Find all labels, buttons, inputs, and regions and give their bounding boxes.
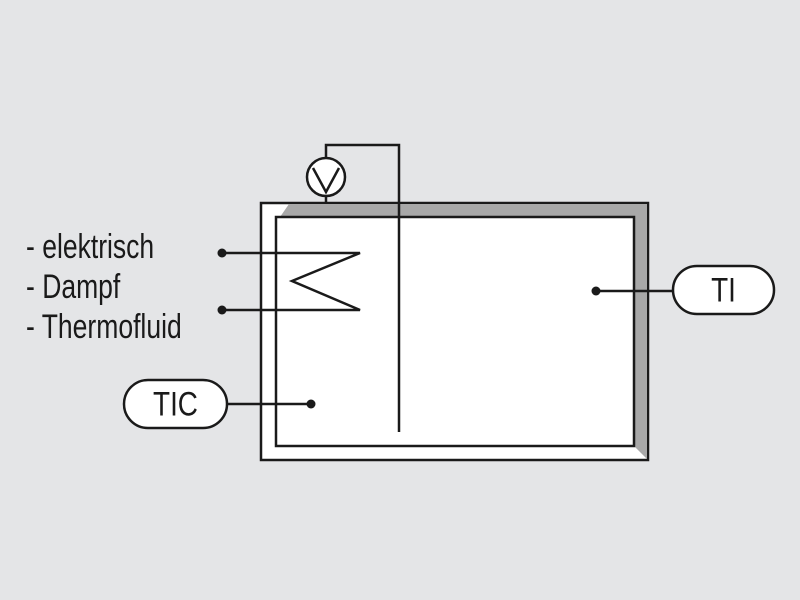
tic-tag-label: TIC (153, 385, 198, 423)
motor-symbol-icon (305, 156, 347, 204)
ti-tag-bubble (671, 264, 776, 316)
heating-option-dampf: - Dampf (26, 268, 121, 306)
vessel-inner-wall (274, 215, 636, 448)
ti-instrument: TI (591, 264, 776, 316)
stirrer-shaft (324, 143, 401, 432)
heating-option-thermofluid: - Thermofluid (26, 308, 182, 346)
heating-coil-icon (217, 248, 361, 315)
tic-instrument: TIC (122, 378, 316, 430)
heating-option-elektrisch: - elektrisch (26, 228, 154, 266)
tic-tag-bubble (122, 378, 229, 430)
ti-tag-label: TI (711, 271, 736, 309)
